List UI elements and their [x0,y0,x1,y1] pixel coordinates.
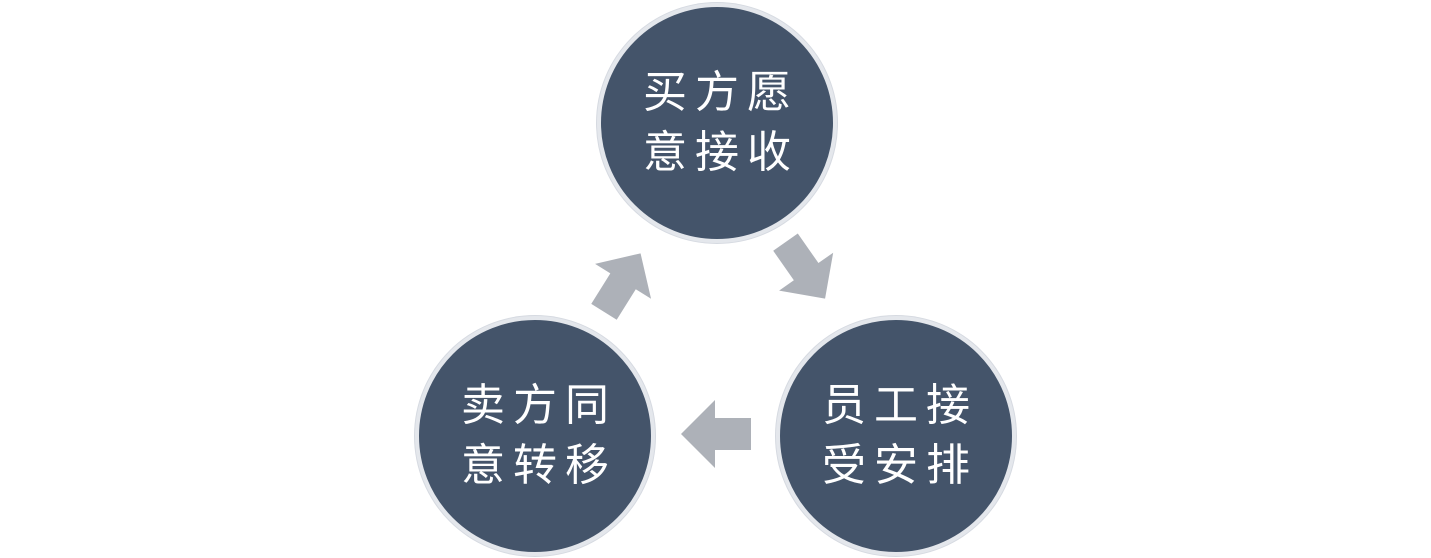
node-label-line: 买方愿 [643,67,799,118]
node-label-line: 意接收 [643,127,799,178]
arrow-left-to-top-icon [591,253,652,320]
arrow-right-to-left-icon [681,400,751,468]
node-buyer-willing-to-accept: 买方愿 意接收 [597,3,837,243]
node-seller-agrees-transfer: 卖方同 意转移 [415,316,655,556]
arrow-top-to-right-icon [773,233,834,299]
node-employee-accepts-arrangement: 员工接 受安排 [776,316,1016,556]
node-label-line: 卖方同 [461,380,617,431]
node-label-line: 意转移 [461,440,617,491]
node-label-line: 员工接 [822,380,978,431]
node-label-line: 受安排 [822,440,978,491]
